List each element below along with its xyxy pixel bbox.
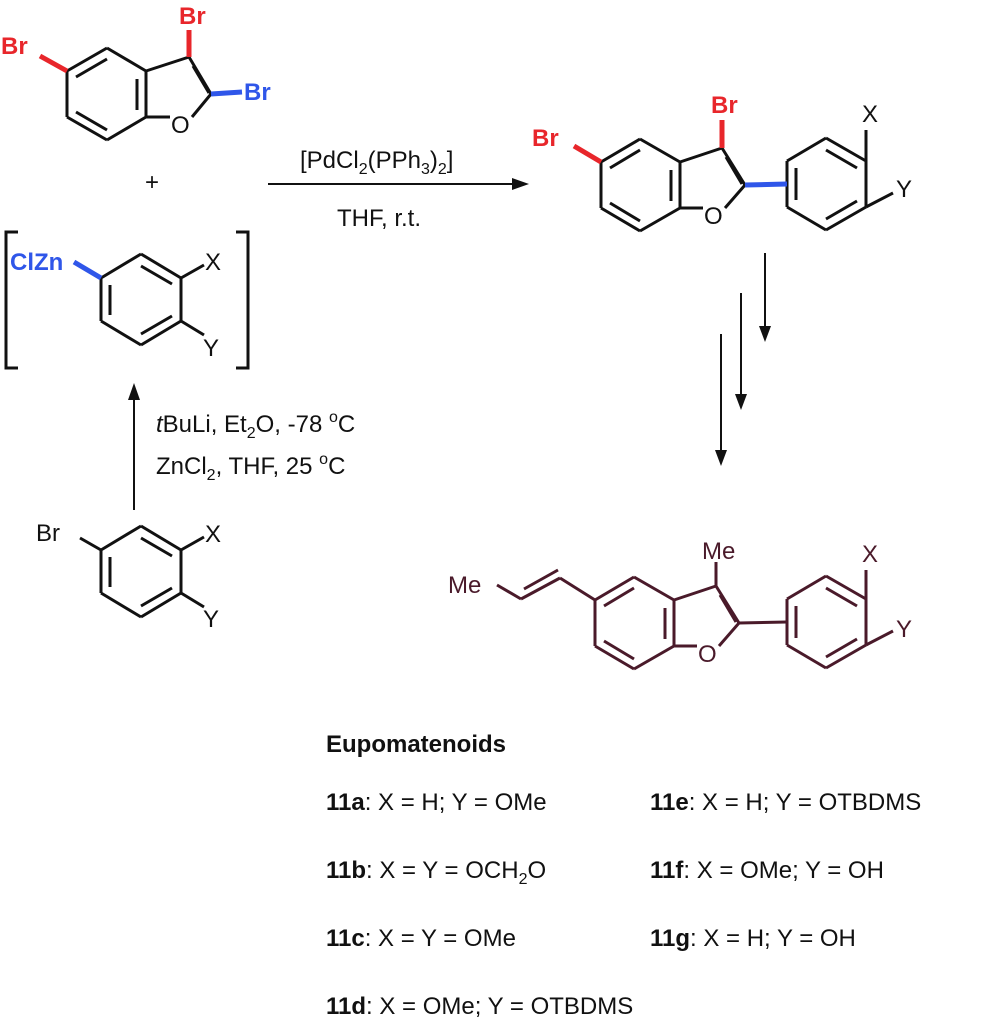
compound-11a: 11a: X = H; Y = OMe — [326, 789, 547, 816]
arylzinc-reagent — [4, 230, 250, 370]
compound-11f: 11f: X = OMe; Y = OH — [650, 857, 884, 884]
compound-11d: 11d: X = OMe; Y = OTBDMS — [326, 993, 633, 1020]
intermediate-highlight-bonds — [572, 120, 788, 188]
y-label: Y — [896, 176, 912, 203]
oxygen-label: O — [171, 112, 190, 139]
reagent-line-tbuli: tBuLi, Et2O, -78 oC — [156, 409, 355, 442]
y-label: Y — [203, 606, 219, 633]
y-label: Y — [203, 335, 219, 362]
y-label: Y — [896, 616, 912, 643]
x-label: X — [862, 101, 878, 128]
clzn-label: ClZn — [10, 249, 63, 276]
br-label: Br — [244, 79, 271, 106]
tribromo-highlight-bonds — [38, 30, 243, 97]
compound-11g: 11g: X = H; Y = OH — [650, 925, 856, 952]
compound-list-heading: Eupomatenoids — [326, 731, 506, 758]
aryl-bromide — [79, 524, 205, 619]
x-label: X — [205, 249, 221, 276]
oxygen-label: O — [704, 203, 723, 230]
compound-11e: 11e: X = H; Y = OTBDMS — [650, 789, 921, 816]
reagent-line-zncl2: ZnCl2, THF, 25 oC — [156, 451, 345, 484]
x-label: X — [205, 521, 221, 548]
oxygen-label: O — [698, 641, 717, 668]
br-label: Br — [532, 125, 559, 152]
conditions-label: THF, r.t. — [337, 205, 421, 232]
catalyst-label: [PdCl2(PPh3)2] — [300, 147, 453, 178]
compound-11c: 11c: X = Y = OMe — [326, 925, 516, 952]
compound-11b: 11b: X = Y = OCH2O — [326, 857, 546, 888]
br-label: Br — [711, 92, 738, 119]
br-label: Br — [36, 520, 60, 547]
up-arrow — [128, 383, 140, 510]
dibromo-aryl-benzofuran — [599, 130, 894, 233]
plus-sign: + — [145, 169, 159, 196]
eupomatenoid-product — [496, 562, 894, 671]
multistep-arrows — [715, 253, 771, 466]
x-label: X — [862, 541, 878, 568]
br-label: Br — [179, 3, 206, 30]
methyl-label: Me — [448, 572, 481, 599]
coupling-arrow — [268, 178, 529, 190]
methyl-label: Me — [702, 538, 735, 565]
br-label: Br — [1, 33, 28, 60]
tribromobenzofuran — [65, 46, 213, 142]
